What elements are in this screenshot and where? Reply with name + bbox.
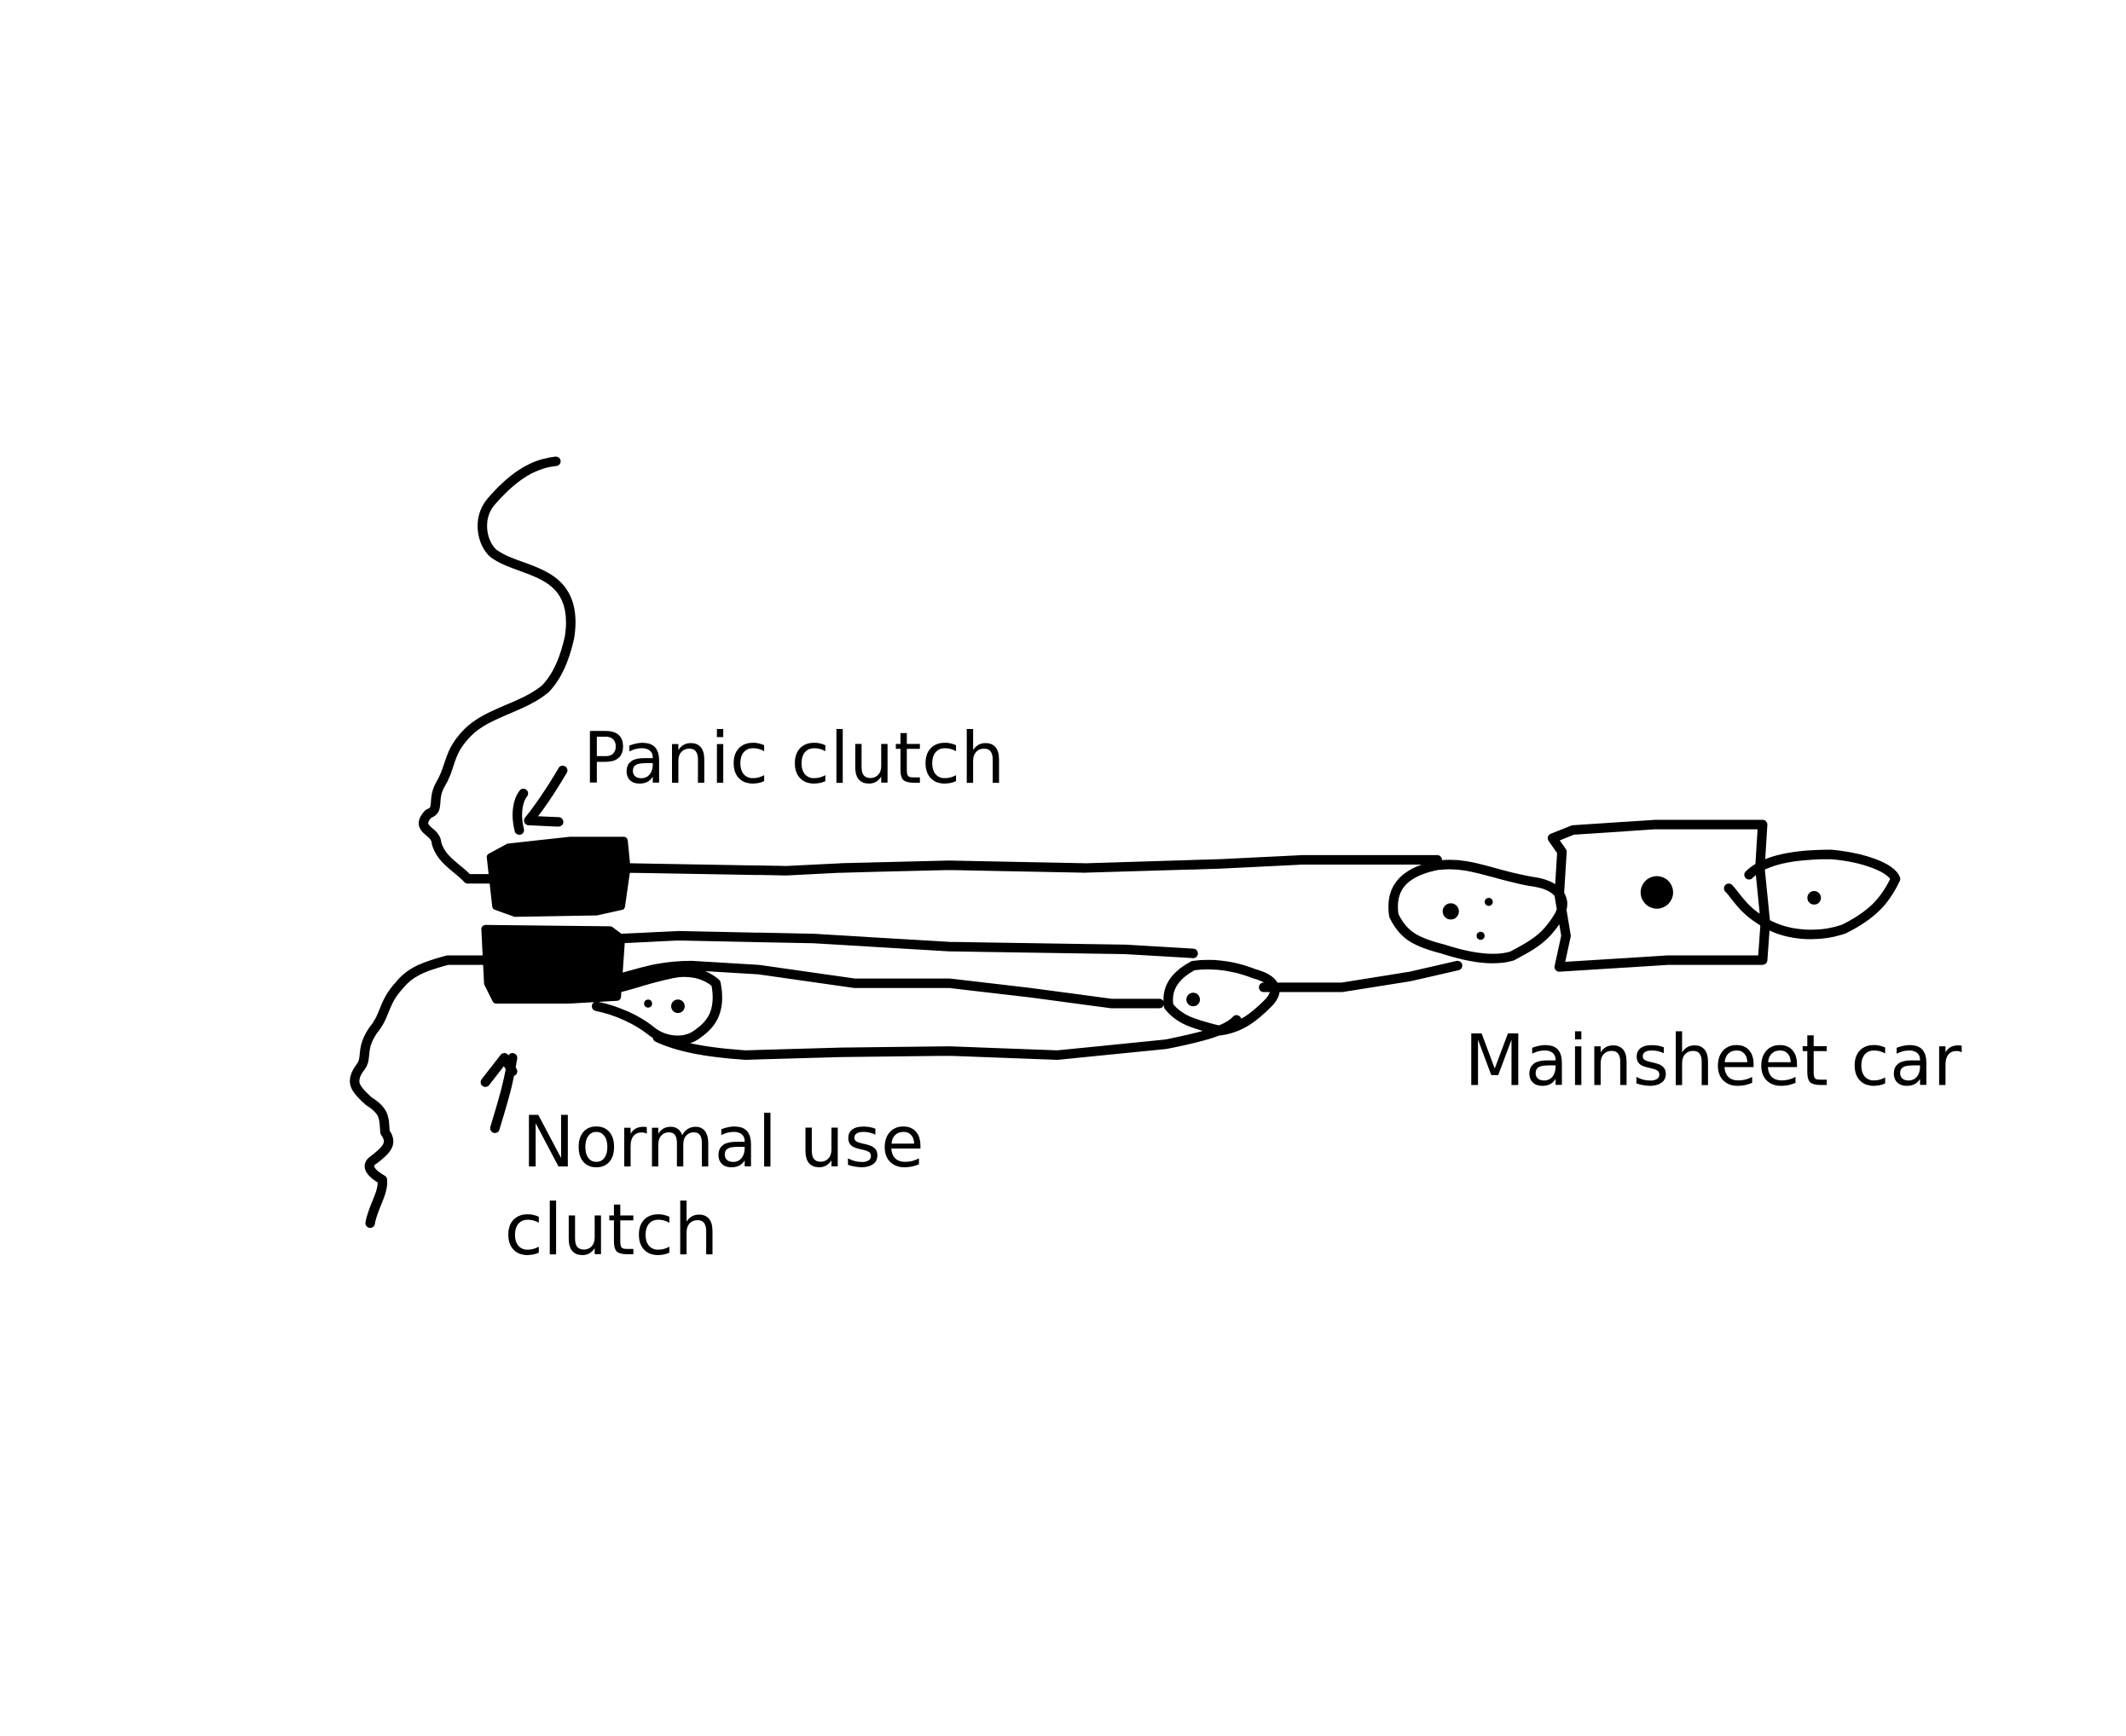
right-small-pulley (1163, 959, 1280, 1036)
car-shackle (1723, 849, 1901, 940)
car-shackle-pin (1807, 891, 1822, 905)
panic-clutch-label: Panic clutch (583, 718, 1005, 800)
left-small-pulley (592, 967, 722, 1045)
car-pulley-pin (1484, 897, 1493, 906)
normal-rope-lower (652, 1015, 1242, 1060)
pulley-pin (1186, 992, 1201, 1007)
normal-rope-middle (611, 960, 1164, 1009)
pulley-pin (671, 999, 685, 1014)
normal-use-clutch-label: Normal use (522, 1102, 924, 1183)
panic-rope (621, 854, 1442, 876)
car-connection-rope (1259, 960, 1463, 992)
pulley-pin (644, 999, 652, 1008)
panic-rope-tail (419, 456, 576, 884)
car-pulley-pin (1442, 903, 1459, 920)
mainsheet-car-label: Mainsheet car (1464, 1020, 1961, 1102)
normal-arrow (480, 1053, 518, 1133)
mainsheet-car-body[interactable] (1547, 819, 1770, 972)
car-bolt (1640, 876, 1673, 909)
normal-rope-upper (616, 930, 1198, 958)
normal-rope-tail (350, 955, 490, 1229)
car-pulley-pin (1476, 931, 1485, 940)
panic-arrow (513, 765, 568, 836)
panic-clutch-block[interactable] (486, 836, 631, 917)
car-pulley (1388, 859, 1567, 963)
normal-use-clutch-label-line2: clutch (504, 1189, 718, 1271)
normal-clutch-block[interactable] (481, 924, 625, 1004)
